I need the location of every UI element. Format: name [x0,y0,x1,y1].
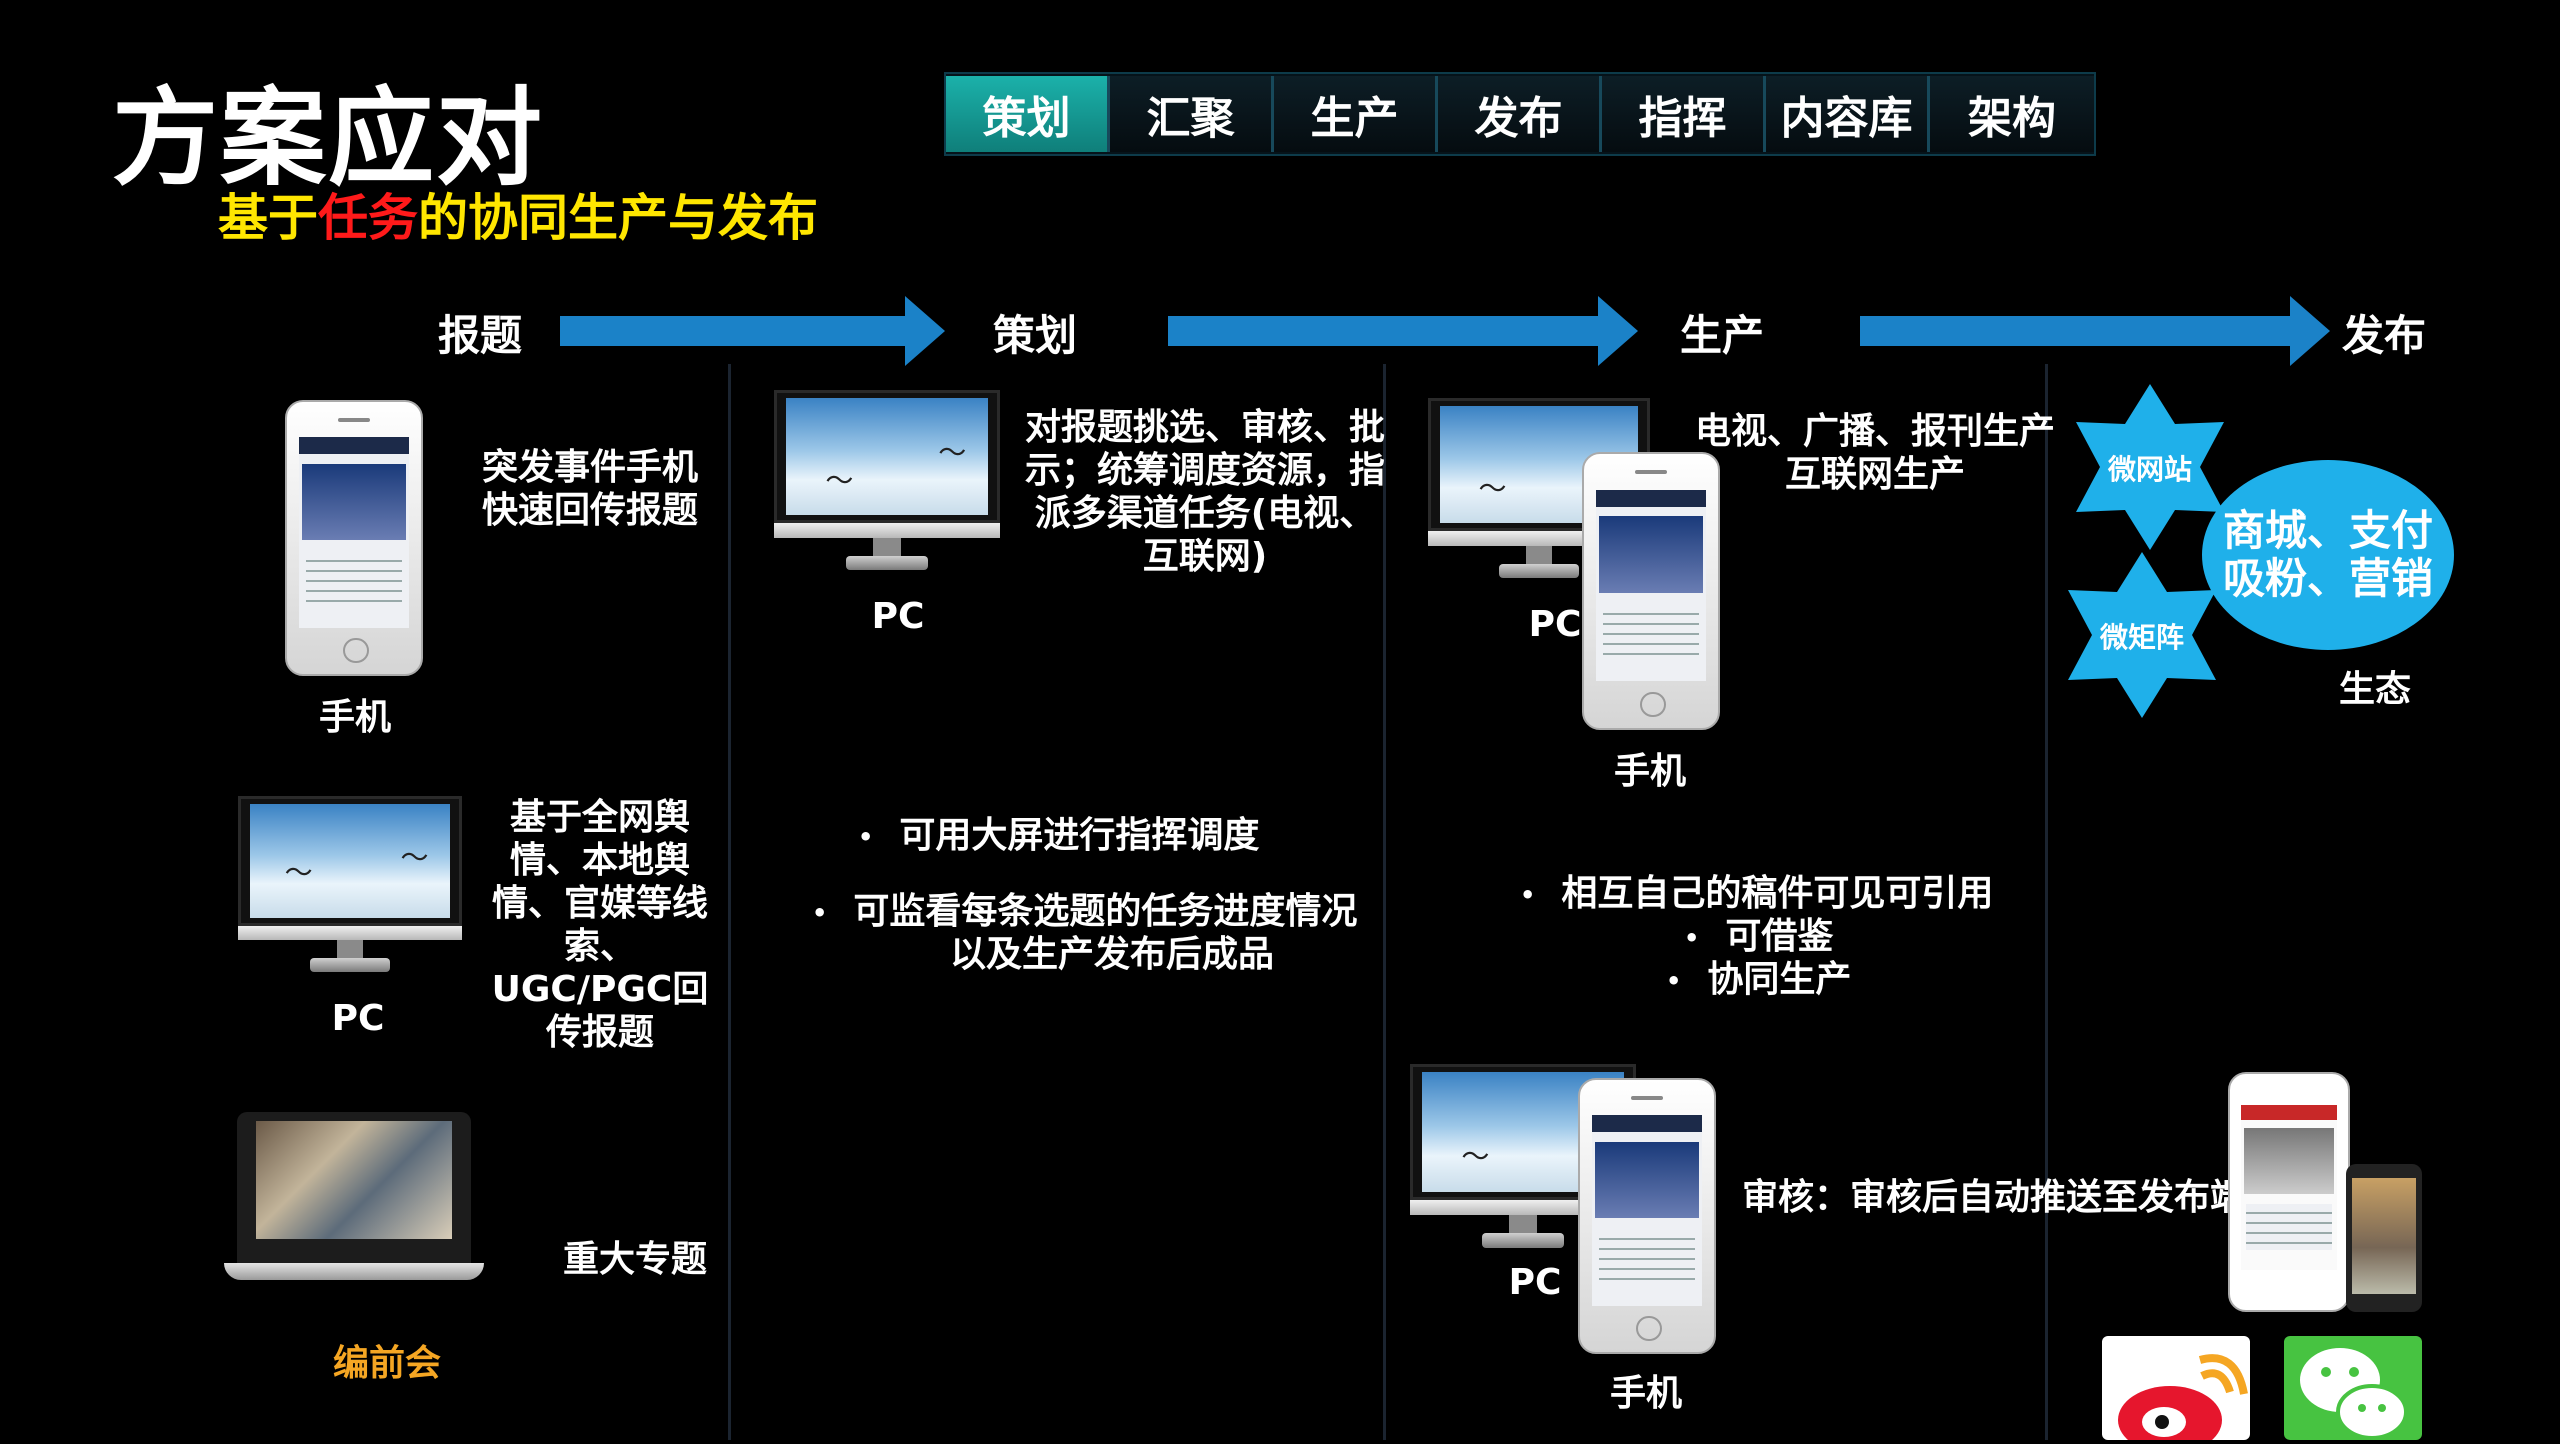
flow-arrow [560,296,945,366]
pc-report-text: 基于全网舆 情、本地舆 情、官媒等线 索、 UGC/PGC回 传报题 [480,796,720,1054]
text-line: 情、官媒等线 [491,883,708,924]
oval-text: 商城、支付吸粉、营销 [2223,507,2433,603]
bullet-item: •可监看每条选题的任务进度情况 [812,891,1358,932]
bullet-continuation: 以及生产发布后成品 [950,934,1275,975]
bullet-item: •协同生产 [1666,959,1852,1000]
pc-label: PC [1528,604,1582,645]
laptop-icon [224,1112,484,1280]
slide-subtitle: 基于任务的协同生产与发布 [218,178,818,250]
star-label: 微网站 [2107,453,2192,486]
meeting-label: 编前会 [332,1343,441,1384]
bullet-text: 可用大屏进行指挥调度 [899,815,1260,856]
tab-architecture[interactable]: 架构 [1930,76,2094,152]
phone-icon [285,400,423,676]
pc-label: PC [1508,1262,1562,1303]
phone-icon [2228,1072,2350,1312]
bullet-item: •相互自己的稿件可见可引用 [1520,873,1994,914]
phone-icon [2346,1164,2422,1312]
flow-arrow [1168,296,1638,366]
bullet-text: 协同生产 [1707,959,1852,1000]
stage-publish: 发布 [2342,311,2427,360]
text-line: 索、 [563,926,636,967]
tab-bar: 策划 汇聚 生产 发布 指挥 内容库 架构 [944,72,2096,156]
text-line: 商城、支付 [2222,506,2433,555]
tab-publish[interactable]: 发布 [1438,76,1602,152]
phone-icon [1578,1078,1716,1354]
star-micro-site [2076,384,2224,550]
text-line: 示；统筹调度资源，指 [1024,450,1385,491]
tab-command[interactable]: 指挥 [1602,76,1766,152]
bullet-text: 可监看每条选题的任务进度情况 [853,891,1358,932]
text-line: 突发事件手机 [481,447,698,488]
phone-report-text: 突发事件手机 快速回传报题 [470,446,710,532]
text-line: 派多渠道任务(电视、 [1034,493,1376,534]
bullet-text: 可借鉴 [1725,916,1834,957]
column-divider [2045,364,2048,1440]
bullet-item: •可用大屏进行指挥调度 [858,815,1260,856]
subtitle-part: 基于 [218,189,318,247]
tab-content-library[interactable]: 内容库 [1766,76,1930,152]
phone-icon [1582,452,1720,730]
tab-produce[interactable]: 生产 [1274,76,1438,152]
text-line: 电视、广播、报刊生产 [1694,411,2055,452]
phone-label: 手机 [318,697,391,738]
phone-label: 手机 [1613,751,1686,792]
text-line: 快速回传报题 [481,490,698,531]
text-line: 基于全网舆 [509,797,690,838]
column-divider [728,364,731,1440]
ecosystem-label: 生态 [2338,669,2411,710]
text-line: UGC/PGC回 [491,969,709,1010]
plan-text: 对报题挑选、审核、批 示；统筹调度资源，指 派多渠道任务(电视、 互联网) [1010,406,1400,578]
text-line: 传报题 [545,1012,654,1053]
subtitle-highlight: 任务 [318,189,418,247]
text-line: 互联网生产 [1784,454,1965,495]
pc-label: PC [331,998,385,1039]
flow-arrow [1860,296,2330,366]
review-text: 审核：审核后自动推送至发布端 [1742,1177,2247,1218]
monitor-icon: 〜〜 [774,390,1000,570]
ecosystem-oval: 商城、支付吸粉、营销 [2202,460,2454,650]
text-line: 对报题挑选、审核、批 [1024,407,1385,448]
stage-plan: 策划 [993,311,1078,360]
weibo-icon[interactable] [2102,1336,2250,1444]
wechat-icon[interactable] [2284,1336,2422,1440]
monitor-icon: 〜〜 [238,796,462,972]
bullet-item: •可借鉴 [1684,916,1834,957]
pc-label: PC [871,596,925,637]
stage-report: 报题 [438,311,523,360]
text-line: 互联网) [1142,536,1268,577]
produce-text: 电视、广播、报刊生产 互联网生产 [1690,410,2060,496]
star-micro-matrix [2068,552,2216,718]
text-line: 情、本地舆 [509,840,690,881]
bullet-text: 相互自己的稿件可见可引用 [1561,873,1994,914]
text-line: 吸粉、营销 [2222,554,2433,603]
column-divider [1383,364,1386,1440]
tab-aggregate[interactable]: 汇聚 [1110,76,1274,152]
phone-label: 手机 [1609,1373,1682,1414]
subtitle-part: 的协同生产与发布 [418,189,818,247]
slide-title: 方案应对 [112,77,544,200]
star-label: 微矩阵 [2099,621,2184,654]
stage-produce: 生产 [1680,311,1765,360]
major-topic-text: 重大专题 [562,1239,707,1280]
tab-plan[interactable]: 策划 [946,76,1110,152]
